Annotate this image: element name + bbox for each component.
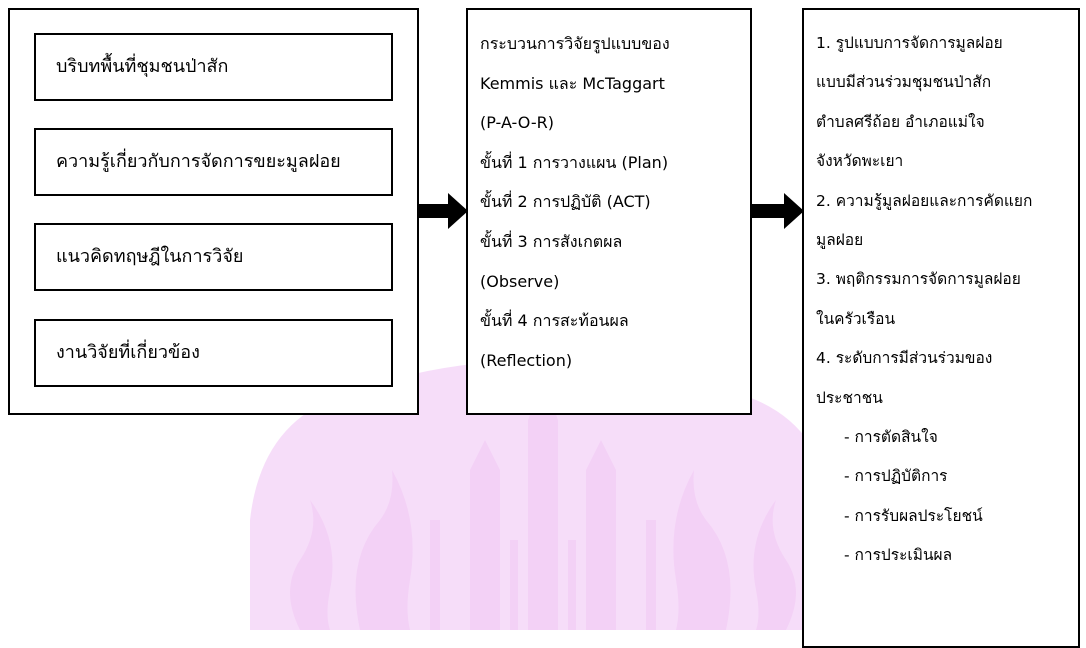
- arrow-right-icon: [418, 193, 468, 229]
- context-label: งานวิจัยที่เกี่ยวข้อง: [56, 342, 200, 364]
- process-box: กระบวนการวิจัยรูปแบบของ Kemmis และ McTag…: [466, 8, 752, 415]
- outcome-sub-item: - การรับผลประโยชน์: [844, 506, 983, 525]
- process-line: กระบวนการวิจัยรูปแบบของ: [480, 34, 670, 53]
- context-label: ความรู้เกี่ยวกับการจัดการขยะมูลฝอย: [56, 151, 341, 173]
- outcome-line: มูลฝอย: [816, 231, 864, 250]
- outcome-line: 1. รูปแบบการจัดการมูลฝอย: [816, 34, 1003, 52]
- context-box-related-research: งานวิจัยที่เกี่ยวข้อง: [34, 319, 393, 387]
- context-box-theory: แนวคิดทฤษฎีในการวิจัย: [34, 223, 393, 291]
- outcome-box: 1. รูปแบบการจัดการมูลฝอย แบบมีส่วนร่วมชุ…: [802, 8, 1080, 648]
- process-line: (Reflection): [480, 350, 573, 370]
- outcome-sub-item: - การปฏิบัติการ: [844, 467, 948, 486]
- context-label: บริบทพื้นที่ชุมชนป่าสัก: [56, 56, 229, 78]
- process-line: Kemmis และ McTaggart: [480, 73, 665, 93]
- context-box-waste-knowledge: ความรู้เกี่ยวกับการจัดการขยะมูลฝอย: [34, 128, 393, 196]
- process-step-4: ขั้นที่ 4 การสะท้อนผล: [480, 311, 629, 331]
- outcome-line: 2. ความรู้มูลฝอยและการคัดแยก: [816, 191, 1033, 210]
- outcome-line: ตำบลศรีถ้อย อำเภอแม่ใจ: [816, 112, 985, 131]
- process-step-1: ขั้นที่ 1 การวางแผน (Plan): [480, 152, 669, 172]
- process-line: (P-A-O-R): [480, 113, 554, 133]
- arrow-right-icon: [752, 193, 804, 229]
- outcome-sub-item: - การตัดสินใจ: [844, 428, 938, 447]
- process-step-3: ขั้นที่ 3 การสังเกตผล: [480, 231, 623, 251]
- outcome-line: 3. พฤติกรรมการจัดการมูลฝอย: [816, 270, 1021, 289]
- context-label: แนวคิดทฤษฎีในการวิจัย: [56, 246, 244, 268]
- context-box-community: บริบทพื้นที่ชุมชนป่าสัก: [34, 33, 393, 101]
- process-step-2: ขั้นที่ 2 การปฏิบัติ (ACT): [480, 192, 651, 212]
- process-line: (Observe): [480, 271, 560, 291]
- outcome-line: แบบมีส่วนร่วมชุมชนป่าสัก: [816, 73, 992, 92]
- outcome-line: จังหวัดพะเยา: [816, 152, 904, 171]
- outcome-line: ประชาชน: [816, 388, 883, 407]
- outcome-line: ในครัวเรือน: [816, 309, 896, 328]
- outcome-sub-item: - การประเมินผล: [844, 546, 953, 565]
- outcome-line: 4. ระดับการมีส่วนร่วมของ: [816, 349, 993, 368]
